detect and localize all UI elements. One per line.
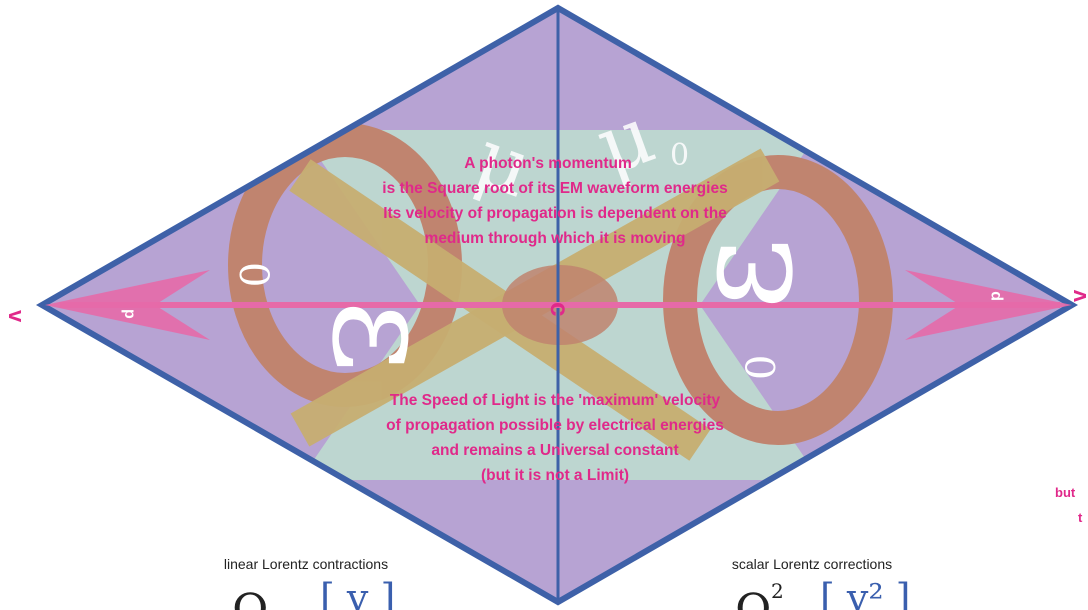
top-line-4: medium through which it is moving [425, 230, 686, 247]
bottom-line-1: The Speed of Light is the 'maximum' velo… [390, 392, 721, 409]
right-caption: scalar Lorentz corrections [732, 556, 892, 572]
right-bracket: [ v² ] [820, 576, 911, 610]
v-left-label: v [4, 310, 29, 323]
right-omega: Ω [735, 585, 771, 610]
epsilon-right-symbol: ε [661, 237, 824, 310]
v-right-label: v [1066, 289, 1088, 302]
mu-right-subscript: 0 [670, 138, 689, 173]
p-right-label: p [987, 291, 1004, 301]
right-edge-line-2: t [1078, 510, 1083, 525]
right-omega-sup: 2 [771, 579, 784, 603]
bottom-line-4: (but it is not a Limit) [481, 467, 629, 484]
bottom-line-3: and remains a Universal constant [431, 442, 678, 459]
epsilon-right-subscript: 0 [739, 355, 785, 380]
left-bracket: [ v ] [320, 576, 395, 610]
right-edge-line-1: but [1055, 485, 1076, 500]
epsilon-left-symbol: ε [301, 300, 464, 373]
top-line-1: A photon's momentum [464, 155, 632, 172]
epsilon-left-subscript: 0 [230, 262, 276, 287]
top-line-2: is the Square root of its EM waveform en… [382, 180, 727, 197]
top-line-3: Its velocity of propagation is dependent… [383, 205, 727, 222]
left-caption: linear Lorentz contractions [224, 556, 388, 572]
left-omega: Ω [232, 585, 268, 610]
center-c-symbol: c [545, 302, 575, 316]
bottom-line-2: of propagation possible by electrical en… [386, 417, 724, 434]
p-left-label: p [121, 309, 138, 319]
